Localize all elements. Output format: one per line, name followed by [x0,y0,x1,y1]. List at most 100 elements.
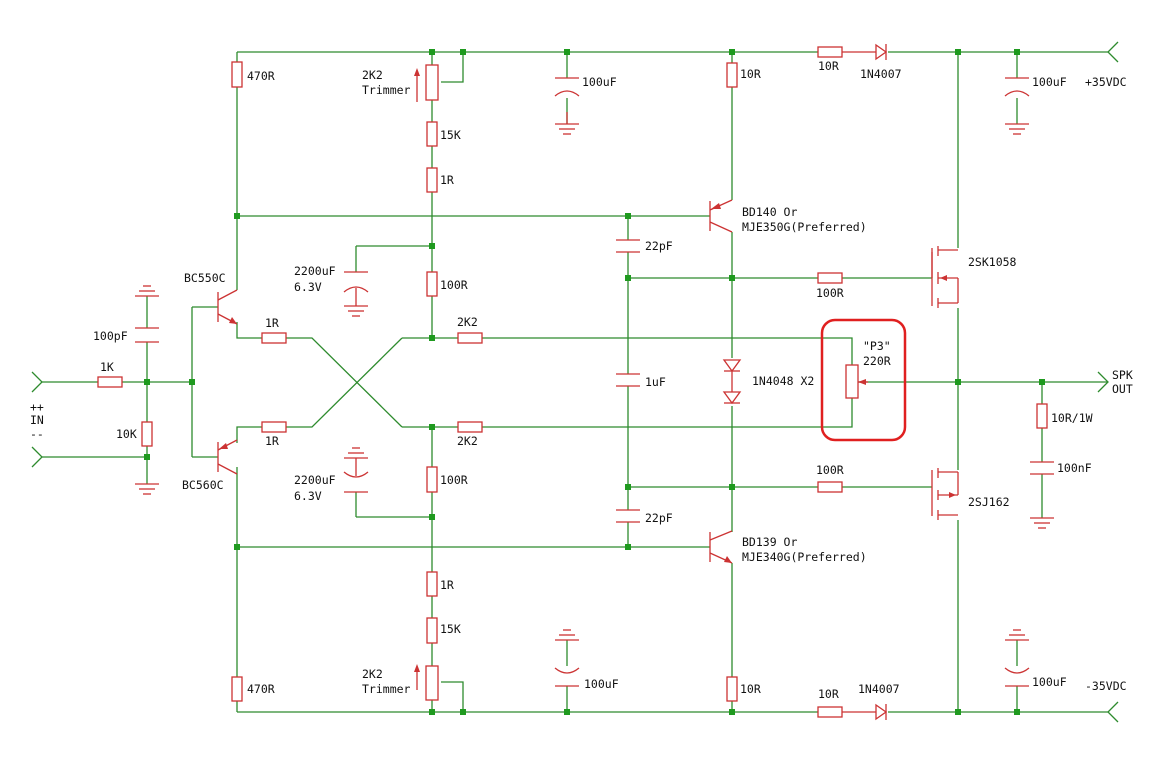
mosfet-2sj162 [931,468,959,520]
capacitor-22pf-top [616,239,640,253]
label-1n4048: 1N4048 X2 [752,374,814,388]
label-diode-top: 1N4007 [860,67,902,81]
resistor-470r-top [231,61,243,88]
resistor-1r-emitter-top [261,332,287,344]
label-in: IN [30,413,44,427]
label-p3-name: "P3" [863,339,891,353]
mosfet-2sk1058 [931,246,959,308]
label-r100-top: 100R [440,278,468,292]
terminal-in-plus [31,371,43,393]
label-r1-emitter-bottom: 1R [265,434,279,448]
label-r15k-top: 15K [440,128,461,142]
label-r1-bottom: 1R [440,578,454,592]
resistors [97,46,1048,718]
label-c2200-bottom-voltage: 6.3V [294,489,322,503]
resistor-100r-gate-bottom [817,481,843,493]
capacitor-2200uf-bottom [343,458,369,493]
capacitor-100nf [1030,461,1054,475]
label-bc560c: BC560C [182,478,224,492]
resistor-10r-series-bottom [817,706,843,718]
label-2sj162: 2SJ162 [968,495,1010,509]
transistor-bd140 [709,199,733,233]
label-r10k: 10K [116,427,137,441]
ground-top-right-cap [1005,123,1029,135]
transistor-bc550c [217,289,238,325]
terminal-vneg [1107,701,1119,723]
resistor-10r-1w [1036,403,1048,429]
label-r470-bottom: 470R [247,682,275,696]
label-r10-bottom: 10R [740,682,761,696]
label-bd139-line2: MJE340G(Preferred) [742,550,867,564]
label-r10-series-bottom: 10R [818,687,839,701]
capacitor-100uf-bottom-right [1004,667,1030,687]
label-r10-top: 10R [740,67,761,81]
resistor-2k2-bottom [457,421,483,433]
diode-1n4007-top [842,43,888,61]
label-p3-value: 220R [863,354,891,368]
ground-bottom-mid-cap [555,629,579,641]
label-r10-series-top: 10R [818,59,839,73]
label-bd140-line2: MJE350G(Preferred) [742,220,867,234]
label-c22p-bottom: 22pF [645,511,673,525]
label-vneg: -35VDC [1085,679,1127,693]
ground-2200uf-bottom [344,447,368,459]
capacitor-100uf-top-mid [554,77,580,97]
ground-bottom-right-cap [1005,629,1029,641]
capacitor-2200uf-top [343,271,369,306]
label-trimmer-bottom-name: Trimmer [362,682,411,696]
resistor-10r-series-top [817,46,843,58]
label-trimmer-top-name: Trimmer [362,83,411,97]
resistor-10k-input [141,421,153,447]
terminal-vpos [1107,41,1119,63]
resistor-100r-top [426,271,438,297]
label-in-minus: -- [30,427,44,441]
label-c100u-bottom-mid: 100uF [584,677,619,691]
label-in-plus: ++ [30,400,44,414]
label-c100u-top-right: 100uF [1032,75,1067,89]
resistor-470r-bottom [231,676,243,702]
transistor-bc560c [217,439,238,475]
label-r100-gate-top: 100R [816,286,844,300]
resistor-10r-top [726,62,738,88]
label-bd140-line1: BD140 Or [742,205,797,219]
transistors [217,199,959,564]
capacitor-100uf-top-right [1004,77,1030,97]
ground-2200uf-top [344,305,368,317]
resistor-1r-top [426,167,438,193]
diodes [722,43,888,721]
resistor-100r-bottom [426,466,438,493]
ground-top-mid-cap [555,112,579,135]
label-c1u: 1uF [645,375,666,389]
capacitors [135,77,1054,687]
label-c2200-top-value: 2200uF [294,264,336,278]
labels: 470R 2K2 Trimmer 100uF 10R 10R 1N4007 10… [30,59,1133,701]
capacitor-100uf-bottom-mid [554,667,580,687]
label-r2k2-bottom: 2K2 [457,434,478,448]
ground-input [135,483,159,495]
trimmers [414,64,868,701]
resistor-15k-bottom [426,617,438,644]
capacitor-22pf-bottom [616,509,640,523]
label-c2200-top-voltage: 6.3V [294,280,322,294]
label-r1-emitter-top: 1R [265,316,279,330]
trimmer-2k2-top [425,64,439,101]
diode-1n4048-b [722,391,742,405]
label-r1k: 1K [100,360,114,374]
diode-1n4048-a [722,359,742,392]
label-out: OUT [1112,382,1133,396]
label-r100-gate-bottom: 100R [816,463,844,477]
transistor-bd139 [709,530,733,564]
p3-highlight-box [820,318,907,442]
label-r470-top: 470R [247,69,275,83]
resistor-2k2-top [457,332,483,344]
label-r10r-1w: 10R/1W [1051,411,1093,425]
wires [42,51,1108,713]
label-bc550c: BC550C [184,271,226,285]
resistor-1r-bottom [426,571,438,597]
terminals [31,41,1119,723]
capacitor-1uf [616,373,640,387]
label-c2200-bottom-value: 2200uF [294,473,336,487]
label-2sk1058: 2SK1058 [968,255,1017,269]
